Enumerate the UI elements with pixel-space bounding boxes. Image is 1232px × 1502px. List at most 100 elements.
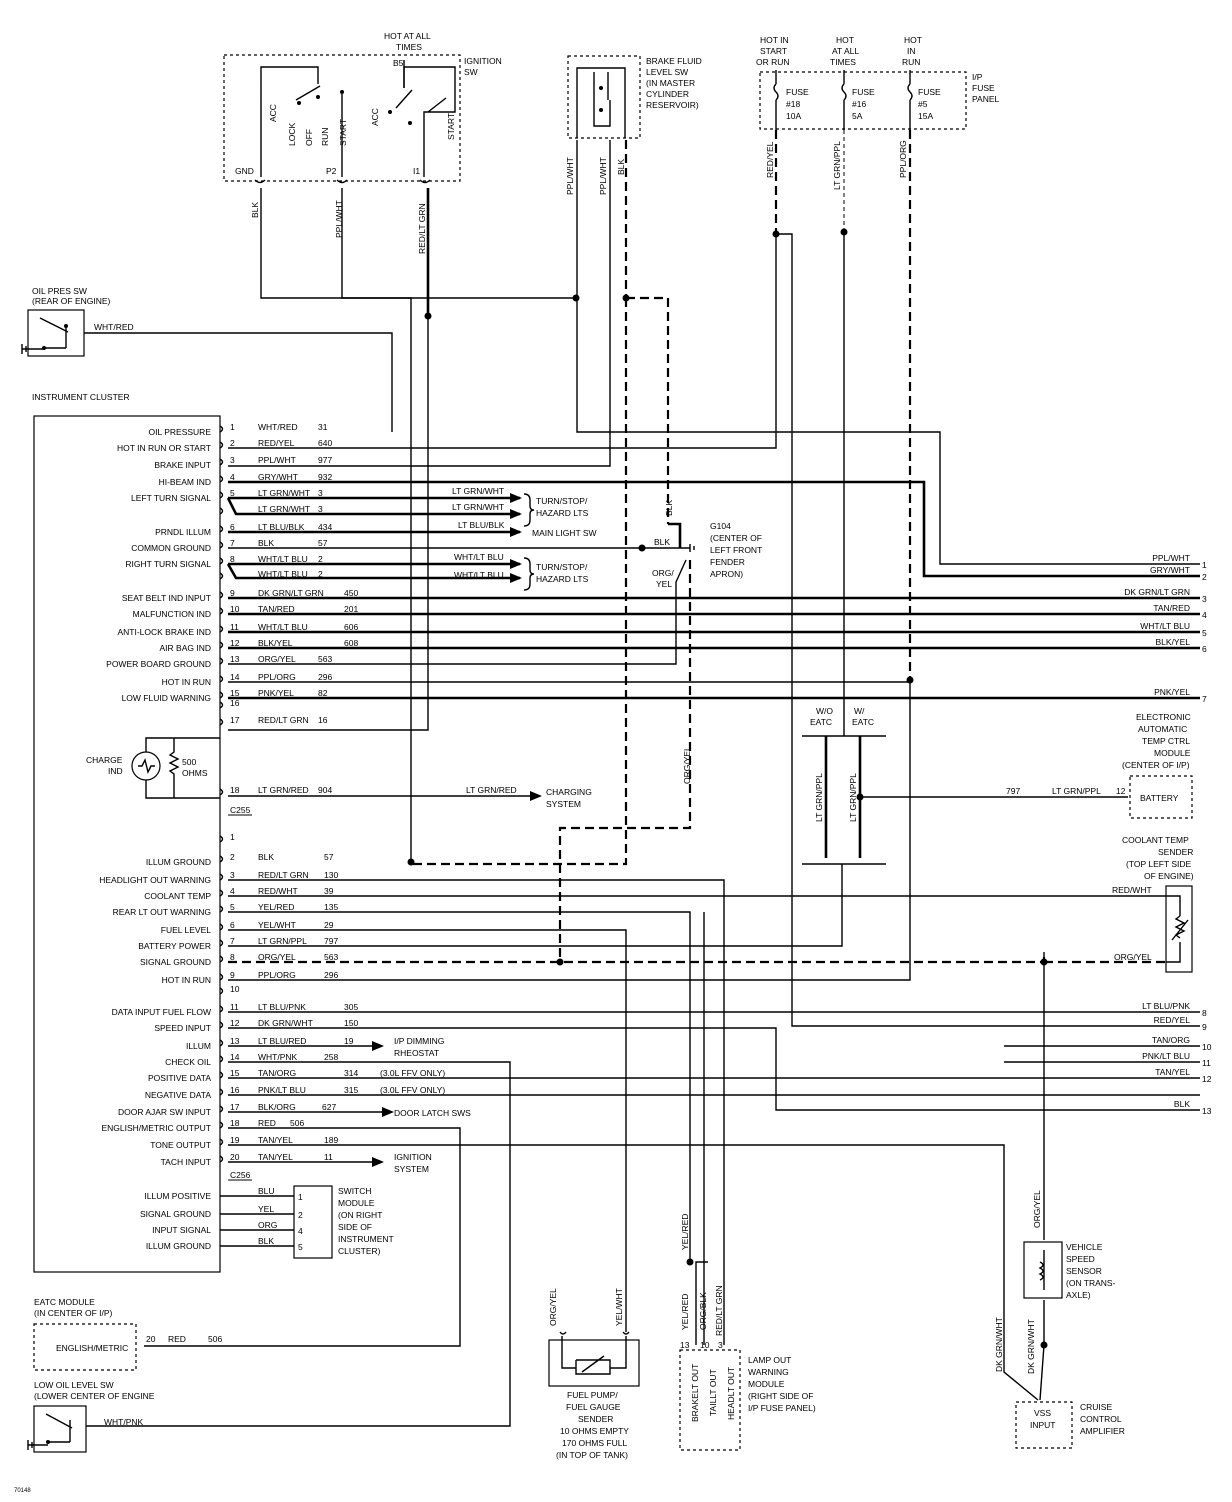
c1-pin-name: AIR BAG IND [160,643,211,653]
c1-pin-mark [219,572,224,580]
switch-row-pin: 2 [298,1210,303,1220]
ignition-title-1: IGNITION [464,56,502,66]
c2-pin-mark [219,835,224,843]
eatc-bottom-2: (IN CENTER OF I/P) [34,1308,113,1318]
fuse3-hot-3: RUN [902,57,920,67]
vss-2: SPEED [1066,1254,1095,1264]
right-edge-wire-color: BLK/YEL [1156,637,1191,647]
c2-pin-number: 20 [230,1152,240,1162]
c2-pin-name: ENGLISH/METRIC OUTPUT [101,1123,211,1133]
c2-pin-mark [219,873,224,881]
c1-circuit: 31 [318,422,328,432]
fuse-panel: I/P FUSE PANEL HOT IN START OR RUN HOT A… [756,35,1000,190]
c2-wire-color: LT GRN/PPL [258,936,307,946]
c2-pin-number: 19 [230,1135,240,1145]
dest-ignition-1: IGNITION [394,1152,432,1162]
g104-blk: BLK [654,537,670,547]
right-edge-number: 3 [1202,594,1207,604]
c2-wire-color: TAN/YEL [258,1152,293,1162]
ign-term-i1: I1 [413,166,420,176]
fuel-pump-box [548,1339,640,1387]
switch-row-pin: 1 [298,1192,303,1202]
right-edge-wire-color: RED/YEL [1154,1015,1191,1025]
c1-circuit: 2 [318,554,323,564]
c2-circuit: 130 [324,870,338,880]
vss-dkgrn-2: DK GRN/WHT [1026,1319,1036,1374]
c2-pin-name: DATA INPUT FUEL FLOW [112,1007,211,1017]
fuse5-amp: 15A [918,111,933,121]
dest-wire-color: LT BLU/BLK [458,520,505,530]
low-oil-box [33,1405,87,1453]
c1-pin-number: 8 [230,554,235,564]
brake-wire-1: PPL/WHT [565,157,575,195]
c1-wire-color: TAN/RED [258,604,295,614]
c2-pin-name: NEGATIVE DATA [145,1090,211,1100]
c2-circuit: 563 [324,952,338,962]
switch-module-4: SIDE OF [338,1222,372,1232]
dest-door-latch: DOOR LATCH SWS [394,1108,471,1118]
switch-module-2: MODULE [338,1198,375,1208]
g104-orgyel-2: YEL [656,579,672,589]
charge-ind-2: IND [108,766,123,776]
cruise-box-2: INPUT [1030,1420,1056,1430]
vss-5: AXLE) [1066,1290,1091,1300]
c1-pin-mark [219,607,224,615]
ign-contact-off: OFF [304,129,314,146]
g104-blk-vertical: BLK [664,500,674,516]
dest-wire-color: LT GRN/WHT [452,486,504,496]
c2-pin-mark [219,855,224,863]
c2-pin-number: 9 [230,970,235,980]
c1-wire-color: RED/LT GRN [258,715,309,725]
instrument-cluster: INSTRUMENT CLUSTER C255 C256 OIL PRESSUR… [32,392,517,1273]
connector-c255: C255 [230,805,251,815]
eatc-w-1: W/ [854,706,865,716]
switch-row-name: ILLUM GROUND [146,1241,211,1251]
fuel-pump-1: FUEL PUMP/ [567,1390,618,1400]
c1-pin-name: COMMON GROUND [131,543,211,553]
c2-pin-name: ILLUM GROUND [146,857,211,867]
cruise-box-1: VSS [1034,1408,1051,1418]
fuse18-label: FUSE [786,87,809,97]
c2-pin-number: 14 [230,1052,240,1062]
c1-pin-mark [219,675,224,683]
fuse1-hot-2: START [760,46,787,56]
fuse16-amp: 5A [852,111,863,121]
fuse-panel-title-3: PANEL [972,94,1000,104]
c1-pin-number: 1 [230,422,235,432]
right-edge-wire-color: TAN/ORG [1152,1035,1190,1045]
c1-wire-color: WHT/LT BLU [258,569,308,579]
c1-pin-name: HOT IN RUN OR START [117,443,211,453]
switch-module-5: INSTRUMENT [338,1234,394,1244]
g104-5: APRON) [710,569,743,579]
right-edge-number: 12 [1202,1074,1212,1084]
lamp-out-head: HEADLT OUT [726,1367,736,1420]
dest-turn2-1: TURN/STOP/ [536,562,588,572]
c2-pin-name: CHECK OIL [165,1057,211,1067]
c2-pin-mark [219,987,224,995]
c2-circuit: 506 [290,1118,304,1128]
c2-wire-color: RED/LT GRN [258,870,309,880]
lamp-wire-1: YEL/RED [680,1294,690,1330]
fuel-pump-3: SENDER [578,1414,613,1424]
c2-pin-mark [219,905,224,913]
ignition-switch: IGNITION SW HOT AT ALL TIMES B5 ACC LOCK… [223,31,502,254]
charge-ind-1: CHARGE [86,755,123,765]
c2-pin-mark [219,1039,224,1047]
cruise-1: CRUISE [1080,1402,1112,1412]
fuel-pump-6: (IN TOP OF TANK) [556,1450,628,1460]
right-edge-wire-color: TAN/YEL [1155,1067,1190,1077]
c1-pin-name: HOT IN RUN [162,677,211,687]
fuel-pump-5: 170 OHMS FULL [562,1438,627,1448]
c2-pin-mark [219,1021,224,1029]
c2-wire-color: DK GRN/WHT [258,1018,313,1028]
c1-pin-number: 11 [230,622,239,632]
vss-3: SENSOR [1066,1266,1102,1276]
switch-row-name: INPUT SIGNAL [152,1225,211,1235]
ffv-note-2: (3.0L FFV ONLY) [380,1085,445,1095]
vss-4: (ON TRANS- [1066,1278,1116,1288]
right-edge-wire-color: GRY/WHT [1150,565,1190,575]
c1-pin-number: 5 [230,488,235,498]
dest-charging-1: CHARGING [546,787,592,797]
